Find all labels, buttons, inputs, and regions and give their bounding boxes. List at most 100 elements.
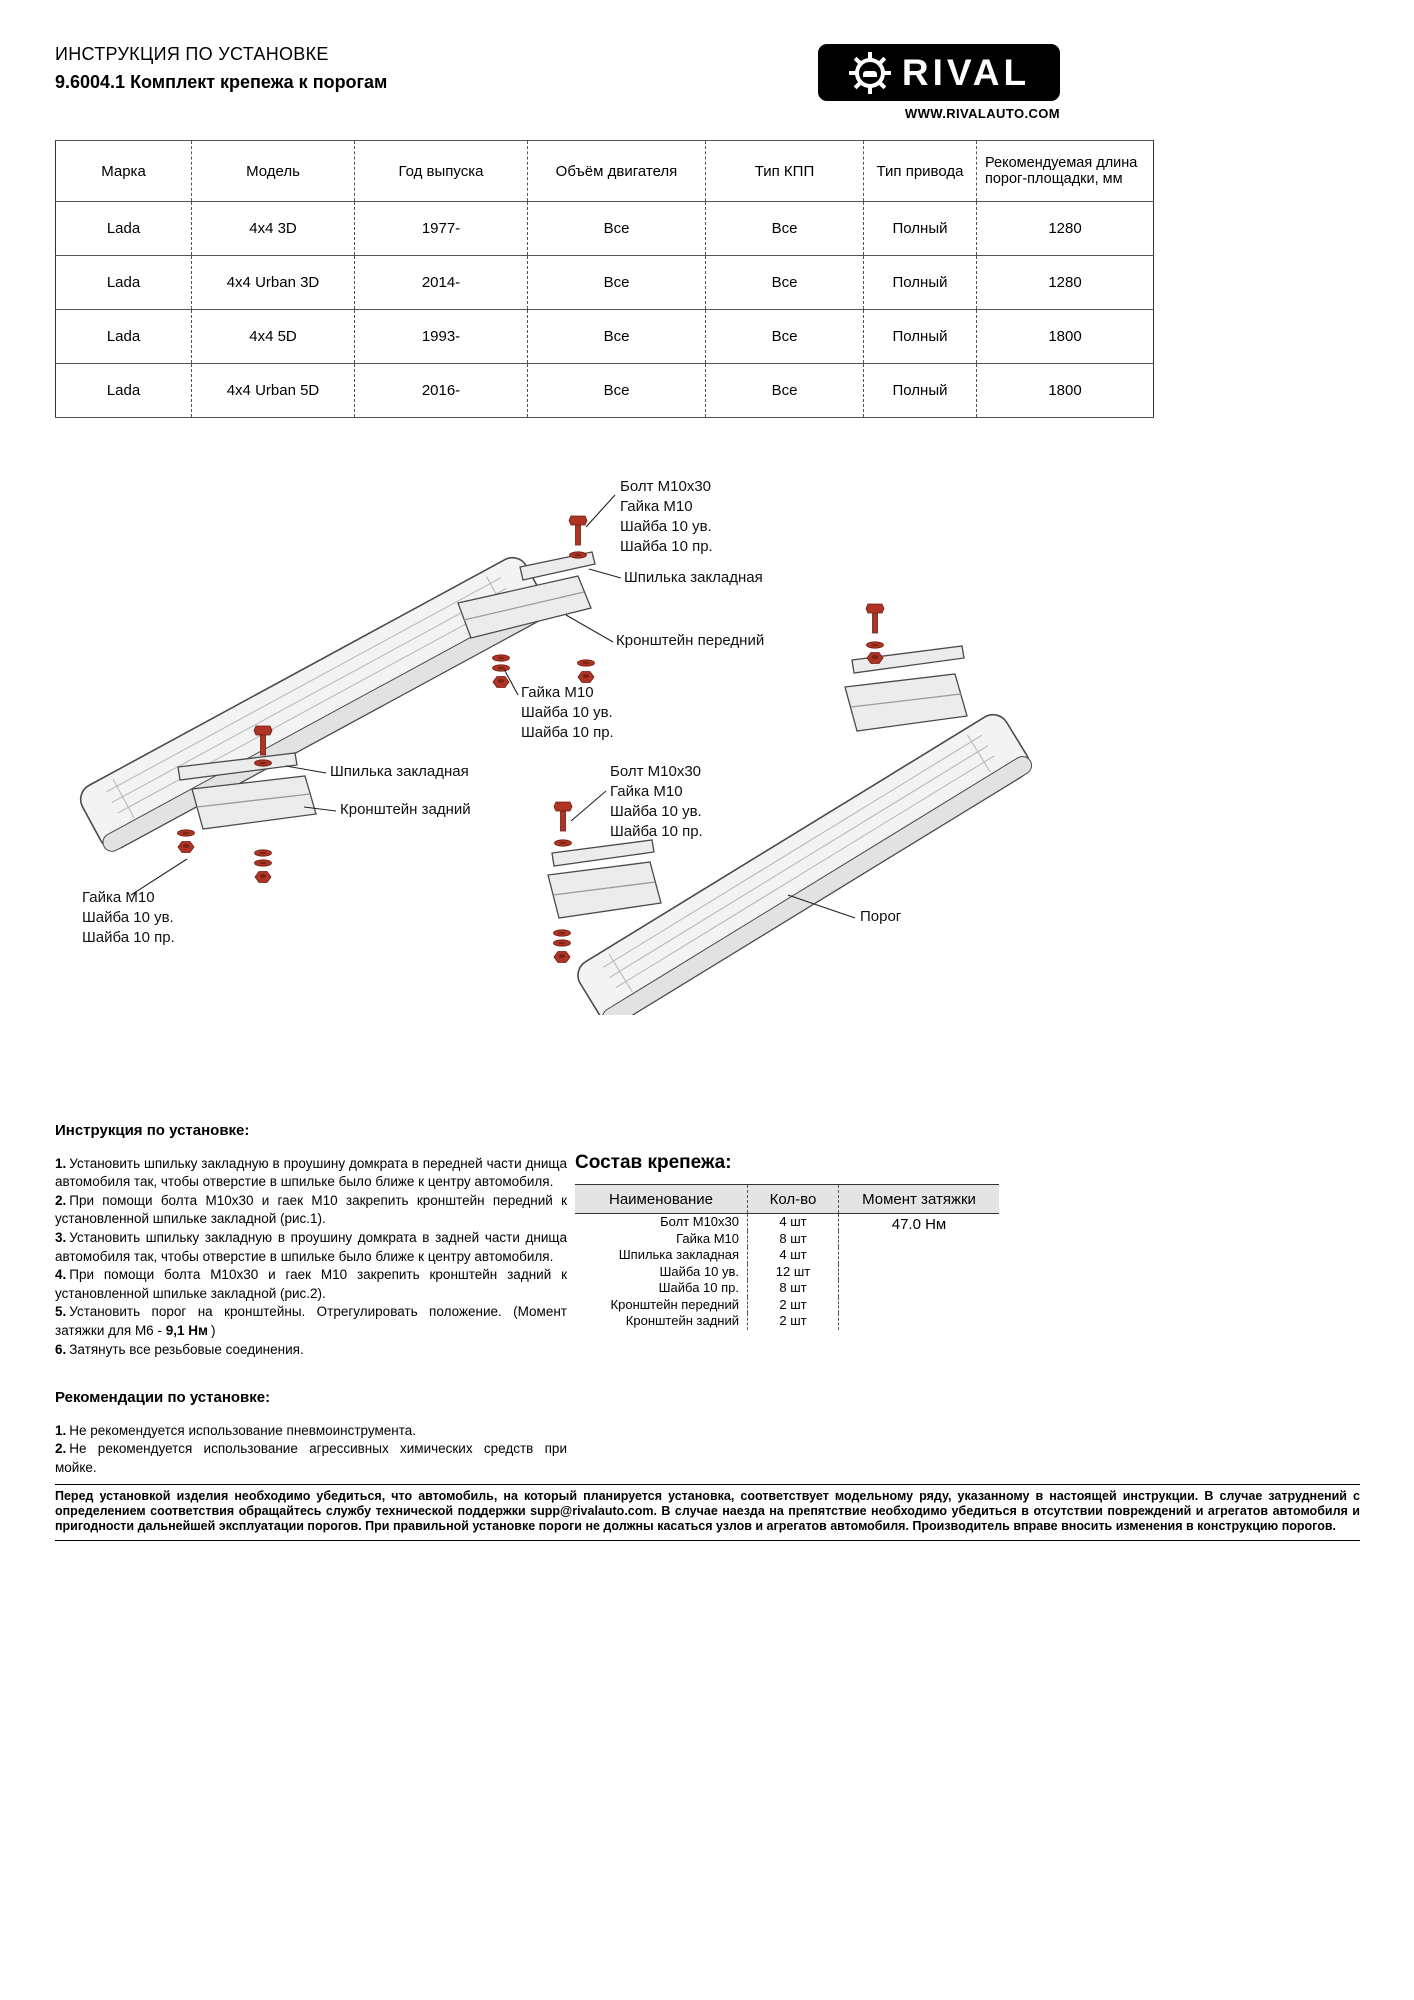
hardware-name: Кронштейн задний bbox=[625, 1313, 739, 1328]
spec-row: Lada 4x4 Urban 3D 2014- Все Все Полный 1… bbox=[55, 255, 1154, 310]
hardware-qty: 4 шт bbox=[747, 1213, 839, 1231]
item-number: 1. bbox=[55, 1155, 67, 1171]
spec-cell: 4x4 Urban 5D bbox=[191, 363, 355, 418]
diagram-svg bbox=[79, 494, 1033, 1015]
hardware-row: Болт М10х30 4 шт 47.0 Нм bbox=[575, 1213, 999, 1330]
item-number: 1. bbox=[55, 1422, 67, 1438]
spec-cell: Все bbox=[527, 309, 706, 364]
spec-cell: Все bbox=[705, 363, 864, 418]
spec-col-header: Тип КПП bbox=[705, 140, 864, 202]
item-text: Не рекомендуется использование агрессивн… bbox=[55, 1441, 567, 1475]
hardware-qty: 4 шт bbox=[747, 1247, 839, 1264]
hardware-qty: 8 шт bbox=[747, 1280, 839, 1297]
spec-cell: Все bbox=[705, 201, 864, 256]
spec-col-header: Рекомендуемая длина порог-площадки, мм bbox=[976, 140, 1154, 202]
item-number: 6. bbox=[55, 1341, 67, 1357]
item-text: При помощи болта М10х30 и гаек М10 закре… bbox=[55, 1192, 567, 1227]
spec-cell: 1280 bbox=[976, 201, 1154, 256]
hardware-row: Гайка М10 8 шт bbox=[575, 1230, 999, 1247]
callout-bracket-rear: Кронштейн задний bbox=[340, 801, 471, 818]
hardware-qty: 12 шт bbox=[747, 1263, 839, 1280]
spec-cell: 2014- bbox=[354, 255, 528, 310]
instruction-item: 1.Установить шпильку закладную в проушин… bbox=[55, 1155, 567, 1192]
instruction-item: 4.При помощи болта М10х30 и гаек М10 зак… bbox=[55, 1266, 567, 1303]
instruction-item: 6.Затянуть все резьбовые соединения. bbox=[55, 1341, 567, 1360]
callout-bolt-rear: Болт М10х30 Гайка М10 Шайба 10 ув. Шайба… bbox=[610, 763, 703, 840]
item-number: 4. bbox=[55, 1267, 67, 1283]
item-text: Затянуть все резьбовые соединения. bbox=[69, 1341, 304, 1357]
brand-block: RIVAL WWW.RIVALAUTO.COM bbox=[818, 44, 1060, 121]
item-text: Установить шпильку закладную в проушину … bbox=[55, 1155, 567, 1190]
spec-col-header: Тип привода bbox=[863, 140, 977, 202]
spec-cell: 1800 bbox=[976, 363, 1154, 418]
hardware-name: Болт М10х30 bbox=[660, 1214, 739, 1229]
hardware-col-header: Кол-во bbox=[747, 1184, 839, 1214]
website-text: WWW.RIVALAUTO.COM bbox=[904, 106, 1060, 121]
spec-cell: 1280 bbox=[976, 255, 1154, 310]
item-number: 2. bbox=[55, 1441, 67, 1457]
spec-cell: 4x4 3D bbox=[191, 201, 355, 256]
spec-row: Lada 4x4 Urban 5D 2016- Все Все Полный 1… bbox=[55, 363, 1154, 418]
callout-nut-front: Гайка М10 Шайба 10 ув. Шайба 10 пр. bbox=[521, 684, 614, 741]
spec-col-header: Модель bbox=[191, 140, 355, 202]
spec-col-header: Марка bbox=[55, 140, 192, 202]
item-bold-text: 9,1 Нм bbox=[165, 1322, 208, 1338]
item-text: Установить порог на кронштейны. Отрегули… bbox=[55, 1304, 567, 1338]
instructions-heading: Инструкция по установке: bbox=[55, 1122, 250, 1139]
item-text: Не рекомендуется использование пневмоинс… bbox=[69, 1422, 417, 1438]
instruction-item: 2.При помощи болта М10х30 и гаек М10 зак… bbox=[55, 1192, 567, 1229]
spec-cell: 4x4 5D bbox=[191, 309, 355, 364]
spec-cell: Полный bbox=[863, 255, 977, 310]
spec-col-header: Год выпуска bbox=[354, 140, 528, 202]
hardware-row: Шайба 10 ув. 12 шт bbox=[575, 1263, 999, 1280]
item-number: 2. bbox=[55, 1192, 67, 1208]
spec-cell: Lada bbox=[55, 201, 192, 256]
doc-subtitle: 9.6004.1 Комплект крепежа к порогам bbox=[55, 72, 388, 92]
item-text: При помощи болта М10х30 и гаек М10 закре… bbox=[55, 1267, 567, 1301]
spec-cell: Полный bbox=[863, 309, 977, 364]
header: ИНСТРУКЦИЯ ПО УСТАНОВКЕ 9.6004.1 Комплек… bbox=[55, 44, 1060, 134]
item-text: Установить шпильку закладную в проушину … bbox=[55, 1229, 567, 1264]
exploded-view-diagram: Болт М10х30 Гайка М10 Шайба 10 ув. Шайба… bbox=[0, 455, 1414, 1015]
right-front-stud-plate-drawing bbox=[851, 645, 965, 674]
instruction-item: 5.Установить порог на кронштейны. Отрегу… bbox=[55, 1303, 567, 1340]
spec-header-row: Марка Модель Год выпуска Объём двигателя… bbox=[55, 140, 1154, 202]
hardware-qty: 2 шт bbox=[747, 1296, 839, 1313]
front-stud-plate-drawing bbox=[519, 551, 596, 581]
spec-cell: Lada bbox=[55, 255, 192, 310]
hardware-col-header: Момент затяжки bbox=[838, 1184, 999, 1214]
recommendation-item: 2.Не рекомендуется использование агресси… bbox=[55, 1440, 567, 1477]
hardware-qty: 8 шт bbox=[747, 1230, 839, 1247]
spec-cell: 1800 bbox=[976, 309, 1154, 364]
vehicle-spec-table: Марка Модель Год выпуска Объём двигателя… bbox=[55, 140, 1154, 418]
rear-bracket-drawing bbox=[191, 775, 317, 830]
right-front-bracket-drawing bbox=[844, 673, 968, 732]
callout-sill: Порог bbox=[860, 908, 902, 925]
spec-cell: 1977- bbox=[354, 201, 528, 256]
item-number: 5. bbox=[55, 1304, 67, 1320]
spec-cell: Все bbox=[527, 255, 706, 310]
hardware-row: Кронштейн передний 2 шт bbox=[575, 1296, 999, 1313]
item-number: 3. bbox=[55, 1229, 67, 1245]
torque-value: 47.0 Нм bbox=[838, 1213, 999, 1330]
hardware-name: Шайба 10 ув. bbox=[659, 1263, 740, 1279]
spec-cell: Полный bbox=[863, 363, 977, 418]
spec-row: Lada 4x4 3D 1977- Все Все Полный 1280 bbox=[55, 201, 1154, 256]
spec-cell: Все bbox=[705, 255, 864, 310]
hardware-qty: 2 шт bbox=[747, 1313, 839, 1330]
hardware-table: Наименование Кол-во Момент затяжки Болт … bbox=[575, 1184, 999, 1330]
rival-logo: RIVAL bbox=[818, 44, 1060, 101]
recommendations-heading: Рекомендации по установке: bbox=[55, 1389, 271, 1407]
recommendation-item: 1.Не рекомендуется использование пневмои… bbox=[55, 1422, 567, 1441]
spec-cell: 1993- bbox=[354, 309, 528, 364]
gear-icon bbox=[848, 51, 891, 94]
spec-cell: 2016- bbox=[354, 363, 528, 418]
leader-lines bbox=[130, 494, 856, 919]
instruction-item: 3.Установить шпильку закладную в проушин… bbox=[55, 1229, 567, 1266]
callout-nut-rear: Гайка М10 Шайба 10 ув. Шайба 10 пр. bbox=[82, 889, 175, 946]
callout-stud-front: Шпилька закладная bbox=[624, 569, 763, 586]
hardware-name: Кронштейн передний bbox=[610, 1296, 739, 1312]
hardware-kit: Состав крепежа: Наименование Кол-во Моме… bbox=[575, 1152, 999, 1330]
spec-cell: Все bbox=[705, 309, 864, 364]
